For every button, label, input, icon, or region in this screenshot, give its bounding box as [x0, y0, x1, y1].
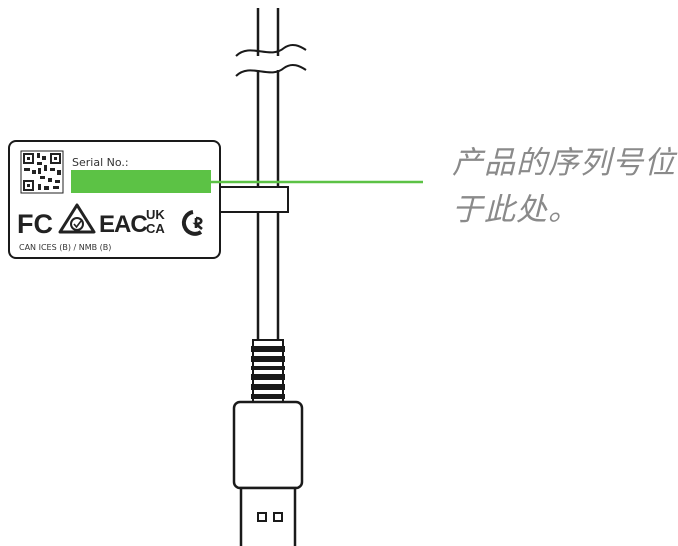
serial-label-tag: Serial No.: FC EAC UK CA CAN ICES (B) / … — [8, 140, 221, 259]
serial-number-field — [71, 170, 211, 193]
qr-code-icon — [20, 150, 64, 194]
recycle-mark-icon — [58, 203, 96, 234]
svg-text:UK: UK — [146, 207, 165, 222]
callout-text: 产品的序列号位 于此处。 — [452, 145, 676, 228]
rcm-icon — [181, 210, 203, 236]
usb-connector — [239, 486, 297, 546]
svg-text:CA: CA — [146, 221, 165, 236]
label-strap — [218, 186, 289, 213]
fcc-icon: FC — [17, 209, 53, 239]
usb-plug-body — [232, 400, 304, 490]
eac-icon: EAC — [99, 211, 147, 238]
serial-number-label: Serial No.: — [72, 156, 129, 169]
ukca-icon: UK CA — [146, 207, 165, 236]
cable-break-mark — [235, 43, 307, 77]
cable-upper — [256, 8, 280, 56]
strain-relief — [251, 339, 285, 403]
compliance-text: CAN ICES (B) / NMB (B) — [19, 243, 111, 252]
